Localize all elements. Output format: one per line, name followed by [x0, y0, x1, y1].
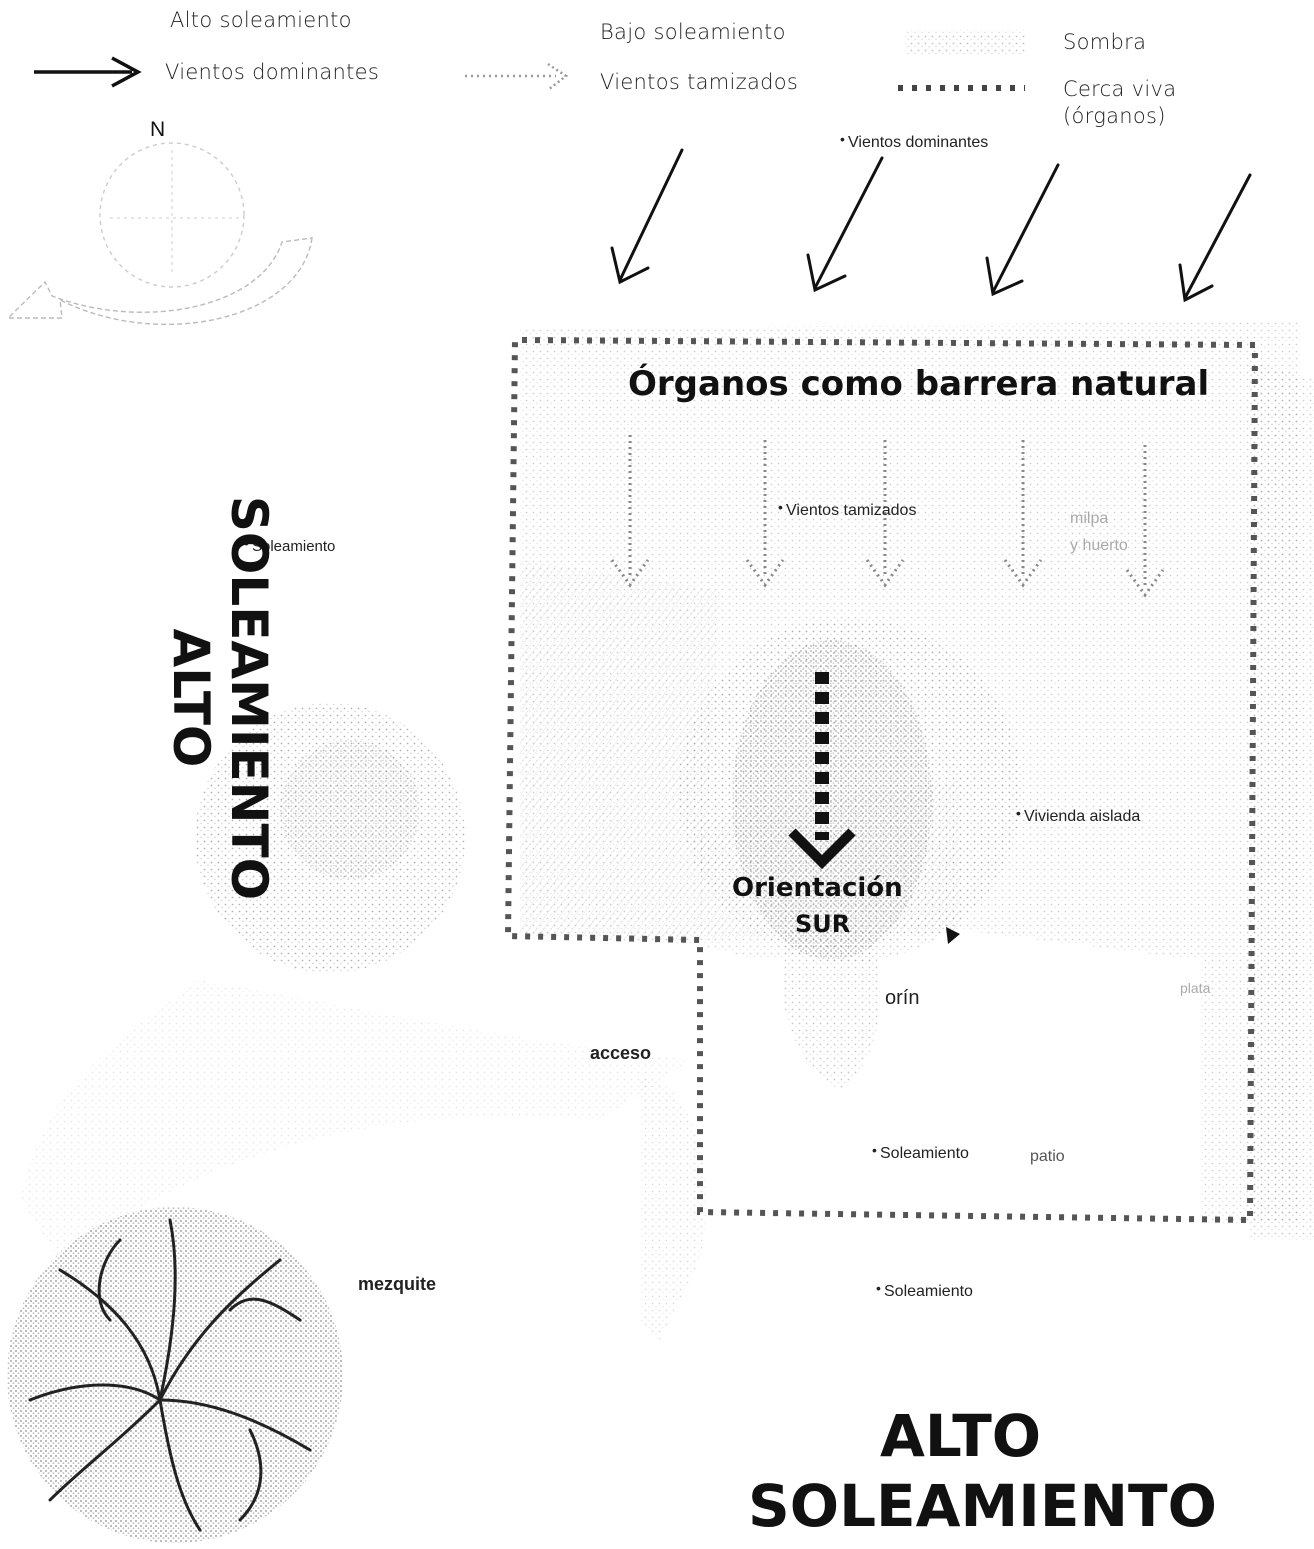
vivienda-shape	[678, 618, 1022, 1090]
heading-left-line2: ALTO	[162, 458, 220, 938]
label-soleamiento-patio: Soleamiento	[880, 1145, 969, 1163]
legend-sombra: Sombra	[1063, 30, 1146, 54]
mezquite-tree-icon	[7, 1207, 343, 1543]
legend-cerca-viva: Cerca viva	[1063, 77, 1176, 101]
label-corrin: orín	[885, 987, 919, 1010]
label-patio: patio	[1030, 1148, 1065, 1166]
label-vivienda-aislada: Vivienda aislada	[1024, 808, 1140, 826]
label-orientacion-sur: SUR	[795, 910, 850, 938]
compass-icon	[8, 143, 312, 324]
legend-sombra-swatch	[905, 30, 1025, 56]
legend-vientos-tamizados: Vientos tamizados	[600, 70, 798, 94]
label-organos-barrera: Órganos como barrera natural	[628, 364, 1209, 404]
legend-vientos-dominantes: Vientos dominantes	[165, 60, 379, 84]
legend-vientos-tamizados-arrow	[465, 64, 566, 90]
heading-bottom-alto: ALTO	[880, 1402, 1041, 1470]
compass-north-label: N	[150, 118, 165, 142]
label-huerto: y huerto	[1070, 537, 1128, 555]
label-acceso: acceso	[590, 1043, 651, 1064]
label-orientacion: Orientación	[732, 873, 903, 903]
legend-cerca-viva-organos: (órganos)	[1063, 104, 1166, 128]
label-milpa: milpa	[1070, 510, 1108, 528]
heading-bottom-soleamiento: SOLEAMIENTO	[748, 1472, 1217, 1540]
legend-bajo-soleamiento: Bajo soleamiento	[600, 20, 786, 44]
label-vientos-tamizados: Vientos tamizados	[786, 502, 916, 520]
label-vientos-dominantes: Vientos dominantes	[848, 134, 988, 152]
label-mezquite: mezquite	[358, 1274, 436, 1295]
legend-vientos-dominantes-arrow	[34, 58, 138, 86]
heading-left-alto-soleamiento: SOLEAMIENTO ALTO	[162, 458, 278, 938]
heading-left-line1: SOLEAMIENTO	[220, 458, 278, 938]
legend-alto-soleamiento: Alto soleamiento	[170, 8, 352, 32]
vientos-dominantes-arrows	[612, 150, 1250, 300]
label-plata: plata	[1180, 980, 1210, 996]
label-soleamiento-bottom: Soleamiento	[884, 1283, 973, 1301]
